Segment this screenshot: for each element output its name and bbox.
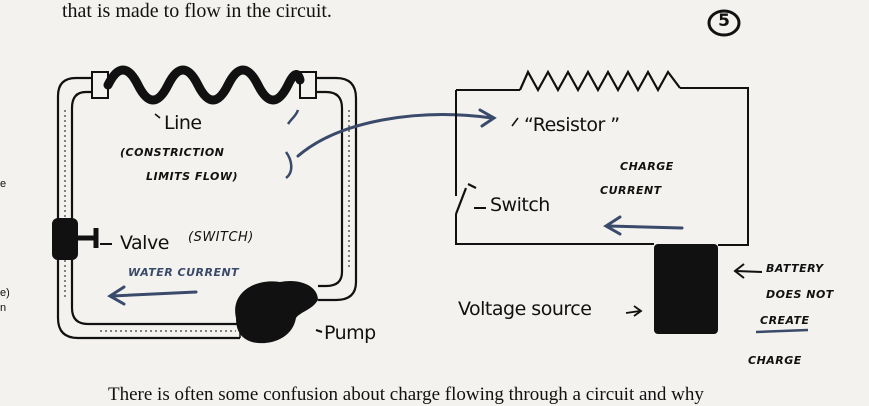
pump-body (235, 280, 318, 344)
page-number-badge: 5 (706, 8, 742, 38)
battery-note-line1: BATTERY (766, 262, 824, 275)
margin-fragment: n (0, 302, 7, 314)
switch-label: Switch (490, 194, 550, 216)
constriction-note-line1: (CONSTRICTION (120, 146, 225, 159)
margin-fragment: e) (0, 287, 10, 299)
charge-current-line2: CURRENT (600, 184, 662, 197)
water-current-label: WATER CURRENT (128, 266, 240, 279)
resistor-label: “Resistor ” (524, 114, 620, 136)
top-paragraph-text: that is made to flow in the circuit. (62, 0, 332, 22)
electric-wire-loop (454, 87, 749, 246)
battery-note-arrow (733, 263, 763, 279)
resistor-label-tick (511, 117, 519, 127)
margin-fragment: e (0, 178, 7, 190)
valve-handle (78, 228, 99, 248)
bottom-paragraph-text: There is often some confusion about char… (108, 384, 704, 405)
flow-curl-arrow (286, 109, 300, 125)
circle-mark-icon (707, 9, 741, 37)
pump-pointer (315, 329, 323, 333)
constriction-note-line2: LIMITS FLOW) (146, 170, 239, 183)
pump-label: Pump (324, 322, 376, 344)
valve-body (52, 218, 78, 260)
charge-current-line1: CHARGE (620, 160, 674, 173)
switch-note: (SWITCH) (188, 230, 254, 245)
line-label-tick (154, 113, 161, 119)
page-number: 5 (718, 11, 730, 31)
create-underline (755, 328, 809, 334)
valve-label: Valve (120, 232, 169, 254)
battery-note-line2: DOES NOT (766, 288, 834, 301)
battery-note-line4: CHARGE (748, 354, 802, 367)
voltage-source-pointer (625, 305, 643, 317)
line-label: Line (164, 112, 202, 134)
charge-current-arrow (603, 215, 684, 236)
battery-note-line3: CREATE (760, 314, 810, 327)
connection-arrow (296, 108, 497, 158)
battery-body (654, 244, 718, 334)
water-pipe-loop (56, 76, 358, 340)
switch-blade (454, 183, 477, 215)
pipe-hatching (64, 110, 350, 332)
constriction-coil (103, 65, 305, 105)
resistor-zigzag (518, 69, 681, 93)
voltage-source-label: Voltage source (458, 298, 592, 320)
water-current-arrow (107, 285, 198, 306)
constriction-bracket (284, 151, 293, 179)
